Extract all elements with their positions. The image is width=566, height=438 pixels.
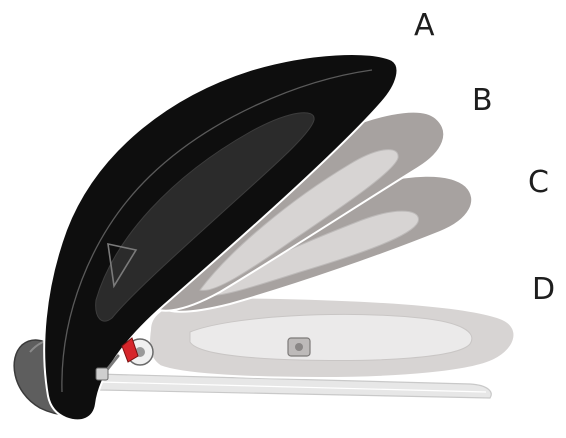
position-label-d: D [532, 275, 555, 305]
position-label-a: A [414, 11, 435, 41]
position-label-c: C [528, 168, 549, 198]
position-label-b: B [472, 86, 493, 116]
